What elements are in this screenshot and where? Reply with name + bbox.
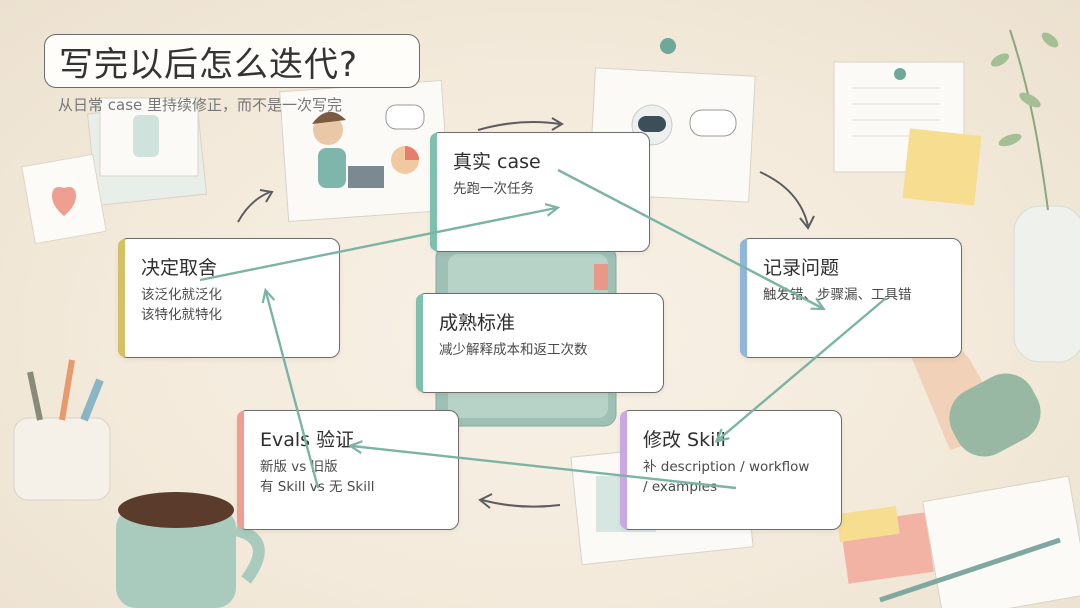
page-subtitle: 从日常 case 里持续修正，而不是一次写完: [58, 96, 343, 114]
checklist-note: [833, 61, 982, 206]
node-title: 真实 case: [453, 151, 541, 173]
node-real-case: 真实 case 先跑一次任务: [430, 132, 650, 252]
node-desc-line: 补 description / workflow: [643, 459, 810, 475]
node-desc-line: 先跑一次任务: [453, 181, 534, 197]
arrow-case-to-record: [557, 168, 822, 308]
node-desc: 该泛化就泛化 该特化就特化: [141, 285, 222, 325]
node-title: 记录问题: [763, 257, 840, 279]
node-record: 记录问题 触发错、步骤漏、工具错: [740, 238, 962, 358]
node-evals: Evals 验证 新版 vs 旧版 有 Skill vs 无 Skill: [237, 410, 459, 530]
node-desc-line: 减少解释成本和返工次数: [439, 342, 588, 358]
arrow-decide-to-case: [199, 208, 556, 282]
node-desc-line: 新版 vs 旧版: [260, 459, 338, 475]
node-desc-line: 触发错、步骤漏、工具错: [763, 287, 912, 303]
heart-note: [21, 153, 107, 245]
node-desc: 减少解释成本和返工次数: [439, 340, 588, 360]
arrow-record-to-modify: [718, 297, 887, 440]
node-accent-bar: [118, 239, 125, 357]
node-accent-bar: [416, 294, 423, 392]
title-box: 写完以后怎么迭代?: [44, 34, 420, 88]
node-desc: 先跑一次任务: [453, 179, 534, 199]
photo-frame-plant: [86, 76, 208, 207]
node-desc-line: 该泛化就泛化: [141, 287, 222, 303]
coffee-mug: [116, 492, 265, 608]
cycle-sketch-arrows: [237, 117, 815, 509]
sticky-notes: [836, 475, 1080, 608]
node-center: 成熟标准 减少解释成本和返工次数: [416, 293, 664, 393]
node-title: Evals 验证: [260, 429, 355, 451]
hand-sweater: [900, 328, 1041, 457]
plant-jar: [990, 29, 1080, 363]
node-desc-line: 该特化就特化: [141, 307, 222, 323]
node-accent-bar: [740, 239, 747, 357]
node-accent-bar: [430, 133, 437, 251]
node-title: 决定取舍: [141, 257, 218, 279]
pencil-cup: [13, 359, 111, 501]
node-accent-bar: [237, 411, 244, 529]
node-title: 修改 Skill: [643, 429, 726, 451]
node-desc: 触发错、步骤漏、工具错: [763, 285, 912, 305]
page-title: 写完以后怎么迭代?: [59, 44, 359, 85]
node-title: 成熟标准: [439, 312, 516, 334]
arrow-evals-to-decide: [266, 292, 320, 489]
person-laptop-frame: [279, 79, 451, 223]
arrow-modify-to-evals: [352, 446, 737, 490]
node-accent-bar: [620, 411, 627, 529]
